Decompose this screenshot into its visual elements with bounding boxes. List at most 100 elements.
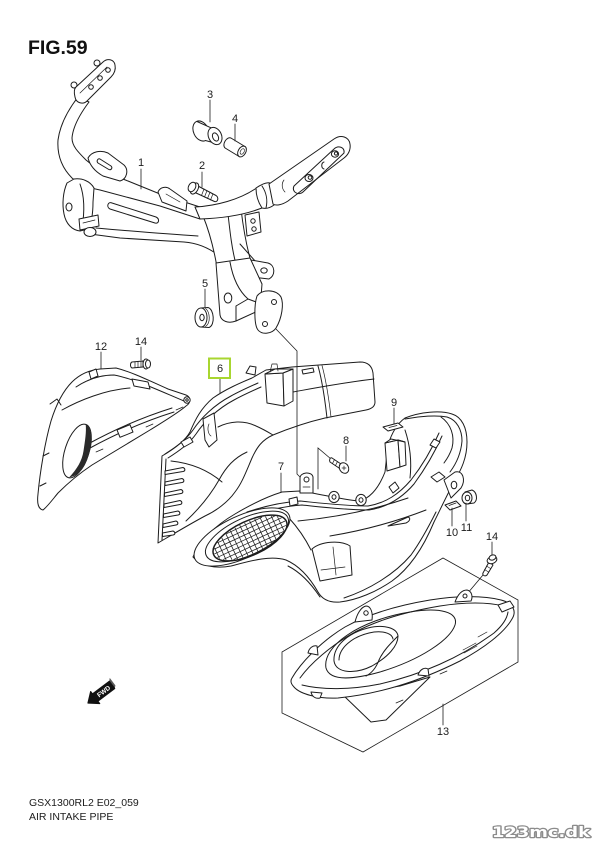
pipe-duct-seam	[321, 365, 332, 418]
pipe-grommet	[328, 490, 340, 504]
pipe-grommet-bore	[358, 497, 364, 503]
cover-inner-rim	[301, 611, 509, 690]
cover-fold-line	[87, 407, 173, 445]
pipe-clip-box-front	[384, 439, 401, 472]
frame-end-plate-hole-bore	[333, 151, 339, 156]
callout-5[interactable]: 5	[202, 278, 208, 290]
clip-fold	[448, 502, 457, 506]
pipe-guide-tab-hole	[303, 476, 310, 483]
callout-12[interactable]: 12	[95, 341, 107, 353]
callout-4[interactable]: 4	[232, 113, 238, 125]
cover-slot-mark	[95, 406, 184, 453]
forward-arrow-body	[87, 680, 116, 705]
screw-thread	[484, 565, 491, 573]
pipe-contour	[217, 421, 274, 436]
pipe-recess	[311, 541, 353, 582]
pipe-contour	[329, 509, 427, 537]
callout-9[interactable]: 9	[391, 397, 397, 409]
frame-twin-hole-tab-hole	[250, 218, 256, 224]
frame-lower-bracket-fold	[235, 298, 249, 322]
frame-center-tab-slot	[165, 193, 181, 203]
cover-top-rail	[75, 374, 185, 402]
frame-left-lug-tab-slot	[82, 219, 96, 224]
grommet-rim	[205, 308, 210, 327]
part-12-inner-cover	[37, 367, 191, 511]
part-13-assembly-outline	[281, 557, 519, 753]
pipe-contour	[297, 497, 409, 522]
callout-13[interactable]: 13	[437, 726, 449, 738]
pipe-clip-box-side	[397, 439, 407, 468]
mesh-wire	[217, 542, 227, 561]
pipe-clip-box-top	[384, 438, 406, 444]
part-3-rubber-bushing	[192, 120, 223, 146]
grille-bezel-rim	[204, 510, 290, 563]
cover-window-contour	[365, 635, 399, 677]
mesh-wire	[265, 516, 277, 541]
callout-6-highlight-box	[208, 357, 231, 379]
mesh-wire	[254, 518, 268, 547]
frame-twin-hole-tab	[244, 211, 262, 237]
line-art	[37, 59, 519, 753]
part-1-frame-bracket	[57, 59, 351, 334]
frame-tip-plate-hole	[97, 75, 103, 81]
bolt-head	[187, 181, 197, 193]
cover-mount-hole	[363, 610, 369, 616]
spacer-bore	[239, 148, 245, 155]
cover-tip-clip	[497, 600, 515, 613]
cover-mount-hole	[462, 593, 468, 599]
frame-lower-bracket-hole	[223, 292, 233, 304]
callout-14-right[interactable]: 14	[486, 531, 498, 543]
callout-3[interactable]: 3	[207, 89, 213, 101]
cover-duct-opening-shadow	[69, 424, 92, 478]
pipe-junction-box-fitting	[269, 363, 279, 373]
screw-thread	[332, 459, 338, 466]
screw-thread	[134, 360, 142, 369]
frame-tip-knob	[70, 81, 78, 89]
bushing-bore	[211, 132, 220, 142]
callout-14-left[interactable]: 14	[135, 336, 147, 348]
frame-tube-collar-edge	[261, 185, 268, 209]
mesh-wire	[234, 527, 249, 557]
pipe-lower-edge	[287, 565, 321, 598]
pipe-fin	[164, 489, 184, 497]
callout-2[interactable]: 2	[199, 160, 205, 172]
pipe-junction-box-side	[282, 368, 294, 407]
grille-frame	[212, 514, 288, 562]
callout-1[interactable]: 1	[138, 157, 144, 169]
cover-edge-tab	[307, 645, 319, 656]
pipe-hanger-tab	[202, 412, 218, 448]
callout-11[interactable]: 11	[461, 522, 472, 534]
cover-slot	[116, 424, 134, 438]
cover-edge-tab	[417, 667, 430, 677]
screw-head-recess	[341, 465, 347, 471]
pipe-cable-clip	[429, 438, 441, 449]
mesh-wire	[244, 522, 259, 553]
part-8-assembly-line	[317, 447, 332, 490]
part-7-air-intake-pipe-left	[192, 411, 468, 603]
frame-tip-plate	[73, 59, 116, 104]
frame-tip-knob	[93, 59, 101, 67]
mesh-wire	[214, 517, 282, 550]
callout-leaders	[100, 99, 493, 726]
mesh-wire	[233, 538, 278, 560]
pipe-junction-box-top	[264, 368, 294, 375]
cover-mount-tab	[183, 396, 191, 404]
part-4-spacer-collar	[223, 137, 247, 158]
clip-nut-fold	[388, 425, 398, 428]
frame-mount-plate	[254, 290, 283, 334]
callout-10[interactable]: 10	[446, 527, 458, 539]
pipe-fin	[164, 467, 186, 475]
pipe-guide-tab	[299, 472, 314, 494]
watermark-text: 123mc.dk	[492, 825, 590, 841]
frame-twin-hole-tab-hole	[251, 226, 257, 232]
clip-nut-plate	[382, 422, 404, 432]
bolt-thread	[201, 188, 214, 201]
part-14-screw-left	[130, 358, 151, 370]
callout-7[interactable]: 7	[278, 461, 284, 473]
pipe-rail	[164, 382, 259, 455]
callout-6[interactable]: 6	[217, 363, 223, 375]
pipe-rail-clip	[180, 436, 194, 448]
callout-8[interactable]: 8	[343, 435, 349, 447]
part-2-bolt	[187, 181, 219, 203]
